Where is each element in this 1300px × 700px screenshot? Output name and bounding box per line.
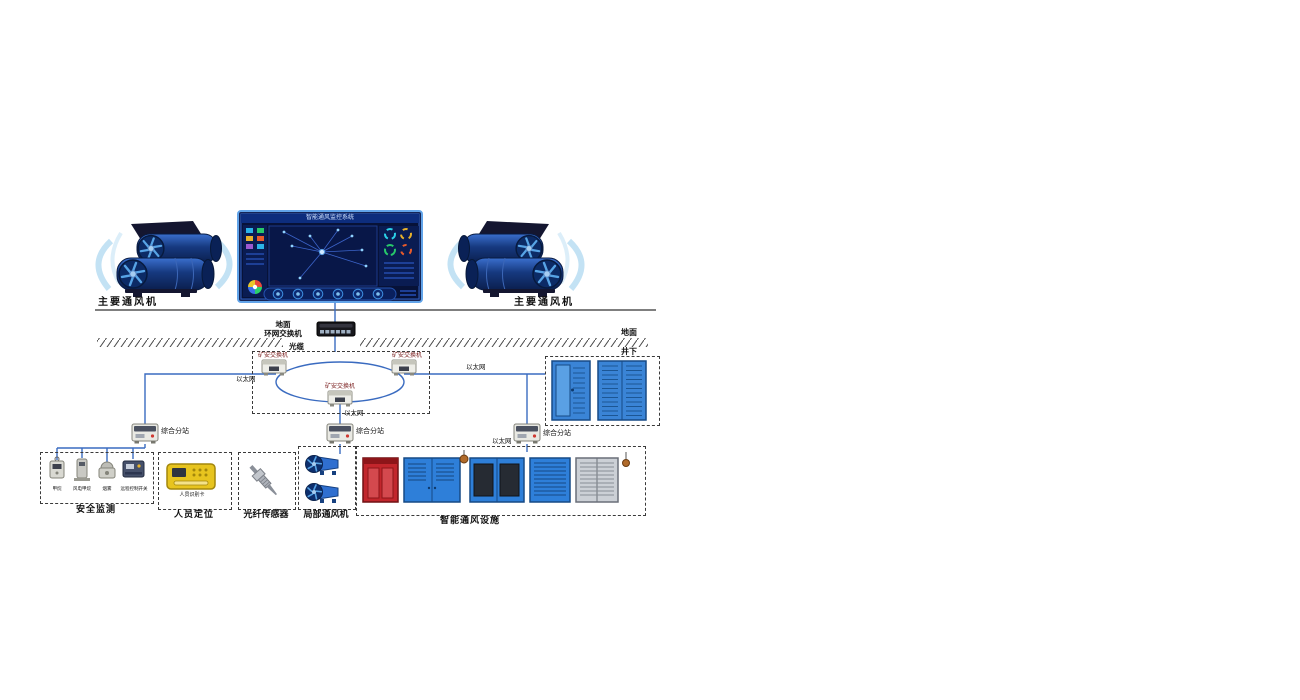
ground-ring-switch-label-line2: 环网交换机 <box>264 329 302 338</box>
fiber-group-label: 光纤传感器 <box>243 510 289 520</box>
ball-sensor-icon <box>459 450 469 464</box>
sensor-label-methane: 甲烷 <box>52 487 62 492</box>
smart-vent-facilities <box>362 450 630 503</box>
personnel-card-label: 人员识别卡 <box>179 492 205 498</box>
ring-network-box <box>252 351 430 414</box>
surface-label: 地面 <box>621 328 637 337</box>
right-fan-label: 主要通风机 <box>514 297 574 308</box>
substation-label-center: 综合分站 <box>356 427 384 435</box>
substation-label-right: 综合分站 <box>543 429 571 437</box>
personnel-group-label: 人员定位 <box>173 510 214 520</box>
vent-louver-blue-icon <box>529 457 571 503</box>
smart-vent-group-label: 智能通风设施 <box>439 516 500 526</box>
ethernet-label-lower: 以太网 <box>492 437 512 445</box>
monitor-bottom-icon-row <box>263 287 416 301</box>
monitor-left-panel <box>243 225 267 297</box>
local-fan-icons <box>305 455 339 503</box>
local-fan-box <box>298 446 356 510</box>
substation-device-right <box>513 423 541 444</box>
remote-control-switch-icon <box>122 460 145 478</box>
ground-hatch-left <box>97 338 283 347</box>
personnel-box <box>158 452 232 510</box>
ethernet-label-left: 以太网 <box>236 375 256 383</box>
monitor-right-panel <box>379 226 419 286</box>
monitor-screen <box>237 210 423 303</box>
methane-sensor-icon <box>49 456 65 479</box>
ground-hatch-right <box>360 338 648 347</box>
vent-louver-gray-icon <box>575 457 619 503</box>
ground-ring-switch-label: 地面 环网交换机 <box>254 320 312 338</box>
vent-cabinet-windowed-icon <box>469 457 525 503</box>
substation-label-left: 综合分站 <box>161 427 189 435</box>
ring-switch-label-tr: 矿安交换机 <box>391 352 422 359</box>
ball-sensor-right-icon <box>622 452 630 467</box>
safety-sensors <box>49 456 145 481</box>
vent-cabinet-slotted-icon <box>403 457 461 503</box>
smart-vent-box <box>356 446 646 516</box>
sensor-label-wind-methane: 风电甲烷 <box>73 487 91 492</box>
underground-label: 井下 <box>621 347 637 356</box>
main-fan-right <box>450 221 581 297</box>
monitor-network-map <box>268 225 378 287</box>
sensor-label-smoke: 烟雾 <box>102 487 112 492</box>
left-fan-label: 主要通风机 <box>98 297 158 308</box>
main-fan-left <box>98 221 229 297</box>
wind-methane-sensor-icon <box>74 458 90 481</box>
smoke-sensor-icon <box>98 461 116 479</box>
underground-cabinets <box>551 360 647 421</box>
air-door-icon <box>362 457 399 503</box>
ground-ring-switch-label-line1: 地面 <box>275 320 291 329</box>
safety-monitor-box <box>40 452 154 504</box>
ethernet-label-center: 以太网 <box>344 409 364 417</box>
personnel-card-reader <box>166 463 216 490</box>
ring-switch-label-tl: 矿安交换机 <box>257 352 288 359</box>
color-wheel-icon <box>248 280 262 294</box>
ground-ring-switch-device <box>316 321 356 337</box>
substation-device-left <box>131 423 159 444</box>
safety-group-label: 安全监测 <box>75 505 116 515</box>
underground-cabinet-box <box>545 356 660 426</box>
fiber-sensor-icon <box>249 465 277 496</box>
fiber-cable-label: 光缆 <box>289 342 304 351</box>
sensor-label-remote-switch: 远程控制开关 <box>120 487 148 492</box>
ring-switch-label-bottom: 矿安交换机 <box>324 383 355 390</box>
substation-device-center <box>326 423 354 444</box>
local-fan-group-label: 局部通风机 <box>303 510 349 520</box>
ethernet-label-right: 以太网 <box>466 363 486 371</box>
monitor-title: 智能通风监控系统 <box>305 214 354 221</box>
fiber-sensor-box <box>238 452 296 510</box>
